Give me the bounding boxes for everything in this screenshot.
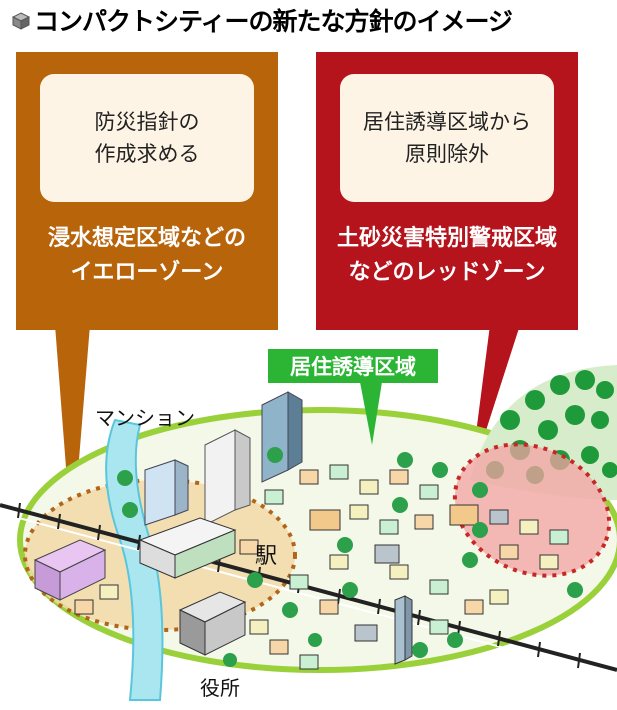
pink-building bbox=[33, 539, 107, 601]
houses bbox=[74, 464, 569, 670]
apartment-building bbox=[144, 459, 189, 526]
red-zone bbox=[452, 442, 612, 578]
yellow-pointer bbox=[55, 325, 90, 545]
mansion-label: マンション bbox=[95, 406, 195, 430]
mansion-building bbox=[204, 429, 251, 526]
city-hall-label: 役所 bbox=[200, 676, 240, 700]
yellow-zone-label: 浸水想定区域などの イエローゾーン bbox=[47, 226, 246, 285]
red-zone-policy: 居住誘導区域から 原則除外 bbox=[340, 74, 554, 202]
river bbox=[105, 418, 164, 701]
residential-pointer bbox=[360, 382, 382, 445]
cube-icon bbox=[12, 12, 30, 30]
title-text: コンパクトシティーの新たな方針のイメージ bbox=[34, 7, 513, 36]
yellow-zone-panel: 防災指針の 作成求める 浸水想定区域などの イエローゾーン bbox=[16, 52, 278, 330]
tall-slim-building bbox=[394, 595, 413, 665]
residential-area-tag: 居住誘導区域 bbox=[268, 349, 438, 383]
yellow-zone-policy: 防災指針の 作成求める bbox=[40, 74, 254, 202]
red-zone-label: 土砂災害特別警戒区域 などのレッドゾーン bbox=[336, 226, 557, 285]
red-zone-panel: 居住誘導区域から 原則除外 土砂災害特別警戒区域 などのレッドゾーン bbox=[316, 52, 578, 330]
station-label: 駅 bbox=[255, 544, 278, 569]
trees bbox=[117, 447, 583, 667]
city-hall-building bbox=[178, 591, 247, 656]
station-building bbox=[138, 517, 237, 579]
